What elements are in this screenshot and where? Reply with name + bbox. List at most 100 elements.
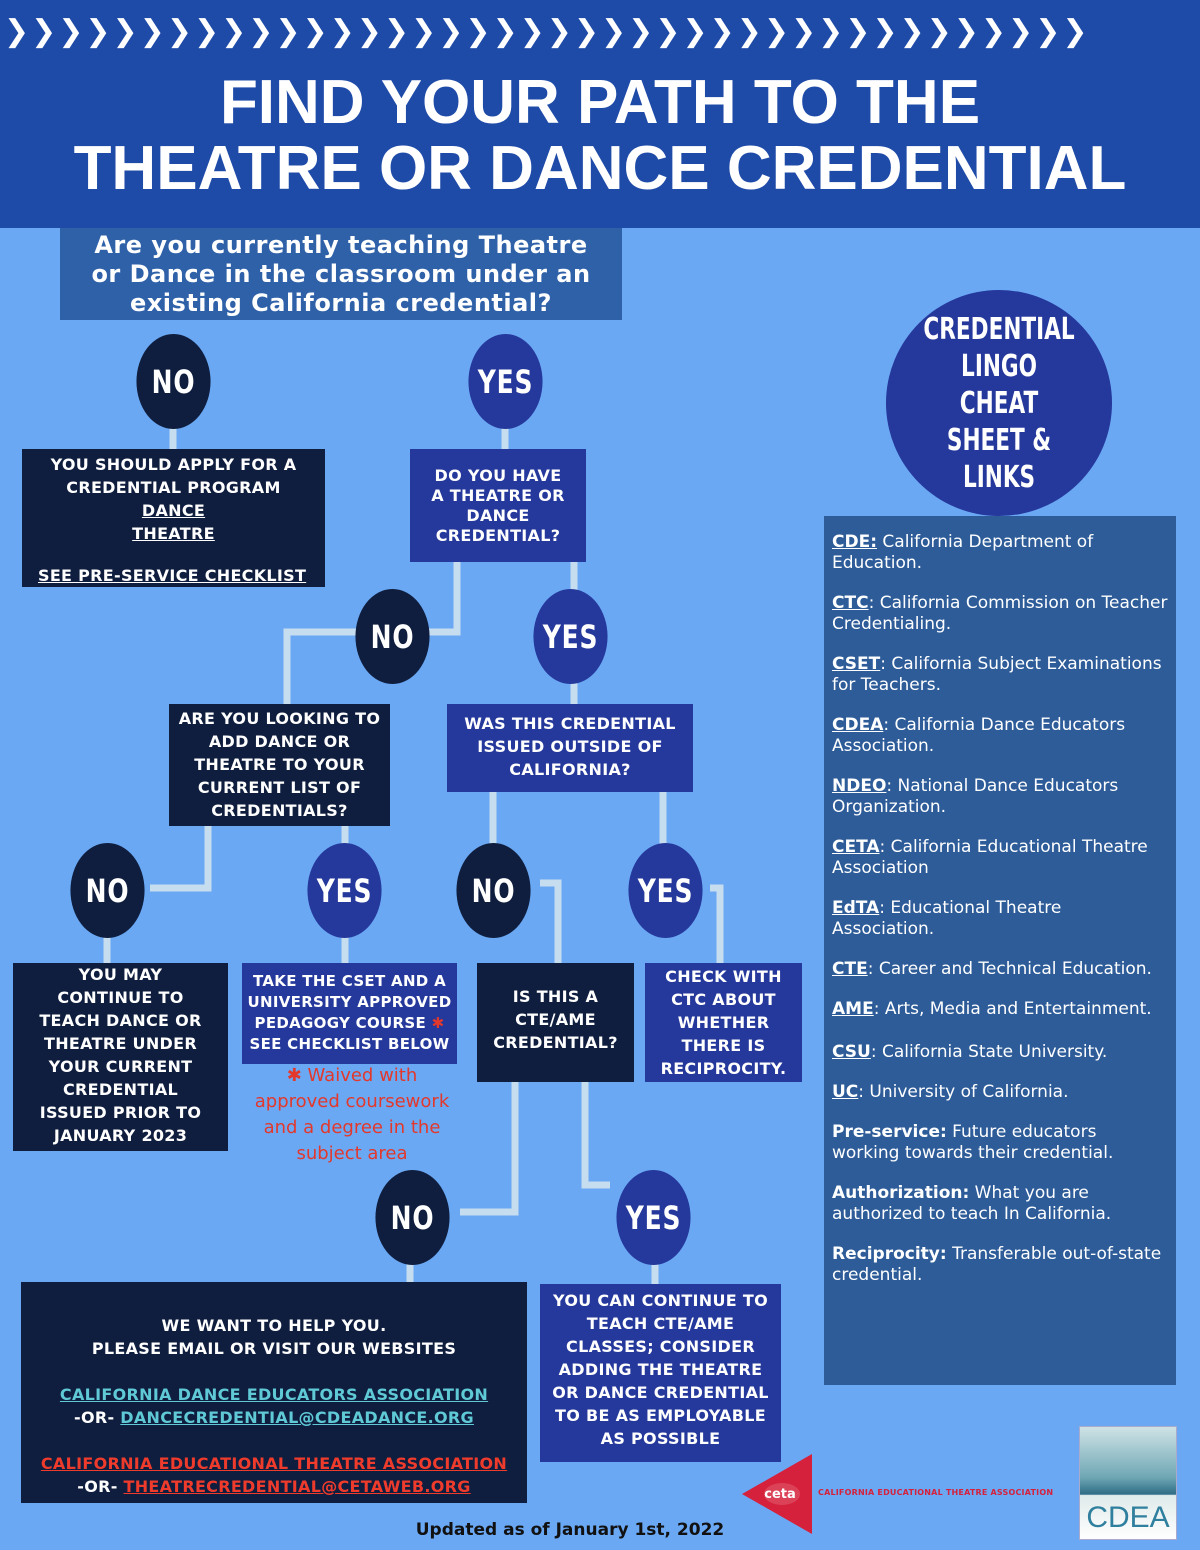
help-line-1: WE WANT TO HELP YOU. bbox=[161, 1316, 387, 1335]
glossary-term-link[interactable]: UC bbox=[832, 1082, 859, 1102]
glossary-term-link[interactable]: CDE: bbox=[832, 532, 877, 552]
glossary-term-link[interactable]: AME bbox=[832, 999, 874, 1019]
glossary-item: EdTA: Educational Theatre Association. bbox=[832, 898, 1168, 940]
check-ctc-line: RECIPROCITY. bbox=[660, 1059, 787, 1078]
connector-no2-add bbox=[283, 628, 360, 707]
waived-note-line: and a degree in the bbox=[263, 1117, 441, 1138]
theatre-program-link[interactable]: THEATRE bbox=[132, 524, 215, 543]
cte-ame-box: IS THIS A CTE/AME CREDENTIAL? bbox=[477, 963, 634, 1082]
cte-ame-line: CTE/AME bbox=[515, 1010, 596, 1029]
check-ctc-line: CHECK WITH bbox=[665, 967, 782, 986]
glossary-definition: : University of California. bbox=[858, 1082, 1069, 1102]
have-credential-box: DO YOU HAVE A THEATRE OR DANCE CREDENTIA… bbox=[410, 449, 586, 562]
glossary-term-link[interactable]: CSET bbox=[832, 654, 881, 674]
issued-outside-line: CALIFORNIA? bbox=[509, 760, 631, 779]
answer-yes-circle-2: YES bbox=[533, 589, 608, 684]
take-cset-box: TAKE THE CSET AND A UNIVERSITY APPROVED … bbox=[242, 963, 457, 1064]
connector-have-no2 bbox=[420, 562, 461, 636]
or-label: -OR- bbox=[77, 1477, 118, 1496]
connector-cte-no5 bbox=[460, 1082, 519, 1216]
continue-cte-line: AS POSSIBLE bbox=[600, 1429, 721, 1448]
answer-no-circle-4: NO bbox=[456, 843, 531, 938]
glossary-definition: : Career and Technical Education. bbox=[867, 959, 1152, 979]
glossary-item: CTE: Career and Technical Education. bbox=[832, 959, 1168, 980]
have-credential-line: A THEATRE OR bbox=[431, 486, 565, 505]
glossary-item: AME: Arts, Media and Entertainment. bbox=[832, 999, 1168, 1020]
lingo-cheat-sheet-title: CREDENTIAL LINGO CHEAT SHEET & LINKS bbox=[923, 311, 1075, 495]
glossary-item: UC: University of California. bbox=[832, 1082, 1168, 1103]
glossary-term-link[interactable]: NDEO bbox=[832, 776, 887, 796]
glossary-definition: Transferable out-of-state credential. bbox=[832, 1244, 1162, 1285]
waived-note-line: approved coursework bbox=[254, 1091, 450, 1112]
pre-service-checklist-link[interactable]: SEE PRE-SERVICE CHECKLIST bbox=[38, 566, 307, 585]
apply-line-2: CREDENTIAL PROGRAM bbox=[66, 478, 281, 497]
main-question: Are you currently teaching Theatre or Da… bbox=[60, 228, 622, 320]
glossary-term: Pre-service: bbox=[832, 1122, 947, 1142]
issued-outside-line: ISSUED OUTSIDE OF bbox=[477, 737, 663, 756]
glossary-term-link[interactable]: CSU bbox=[832, 1042, 871, 1062]
may-continue-line: YOUR CURRENT bbox=[48, 1057, 193, 1076]
page-title: FIND YOUR PATH TO THE THEATRE OR DANCE C… bbox=[0, 70, 1200, 202]
continue-cte-box: YOU CAN CONTINUE TO TEACH CTE/AME CLASSE… bbox=[540, 1284, 781, 1462]
connector-cte-yes5 bbox=[581, 1082, 610, 1189]
glossary-term: Authorization: bbox=[832, 1183, 970, 1203]
answer-no-circle-1: NO bbox=[136, 334, 211, 429]
looking-to-add-line: CURRENT LIST OF bbox=[197, 778, 362, 797]
looking-to-add-line: ARE YOU LOOKING TO bbox=[178, 709, 381, 728]
connector-no4-cte bbox=[540, 879, 562, 963]
have-credential-line: DANCE bbox=[466, 506, 530, 525]
answer-yes-circle-4: YES bbox=[628, 843, 703, 938]
answer-no-circle-2: NO bbox=[355, 589, 430, 684]
glossary-item: CDEA: California Dance Educators Associa… bbox=[832, 715, 1168, 757]
apply-program-box: YOU SHOULD APPLY FOR A CREDENTIAL PROGRA… bbox=[22, 449, 325, 587]
cdea-website-link[interactable]: CALIFORNIA DANCE EDUCATORS ASSOCIATION bbox=[59, 1385, 489, 1404]
glossary-item: Pre-service: Future educators working to… bbox=[832, 1122, 1168, 1164]
glossary-item: CSET: California Subject Examinations fo… bbox=[832, 654, 1168, 696]
glossary-definition: Future educators working towards their c… bbox=[832, 1122, 1114, 1163]
glossary-term-link[interactable]: CDEA bbox=[832, 715, 884, 735]
glossary-item: Reciprocity: Transferable out-of-state c… bbox=[832, 1244, 1168, 1286]
glossary-term-link[interactable]: EdTA bbox=[832, 898, 880, 918]
chevron-strip: ❯❯❯❯❯❯❯❯❯❯❯❯❯❯❯❯❯❯❯❯❯❯❯❯❯❯❯❯❯❯❯❯❯❯❯❯❯❯❯❯ bbox=[4, 14, 1090, 49]
or-label: -OR- bbox=[74, 1408, 115, 1427]
cte-ame-line: IS THIS A bbox=[512, 987, 599, 1006]
glossary-item: CDE: California Department of Education. bbox=[832, 532, 1168, 574]
continue-cte-line: TO BE AS EMPLOYABLE bbox=[555, 1406, 766, 1425]
main-question-line-2: or Dance in the classroom under an bbox=[91, 260, 591, 288]
may-continue-line: CONTINUE TO bbox=[57, 988, 184, 1007]
glossary-definition: : California Commission on Teacher Crede… bbox=[832, 593, 1168, 634]
glossary-term-link[interactable]: CTC bbox=[832, 593, 869, 613]
connector-add-no3 bbox=[150, 826, 212, 892]
cdea-email-link[interactable]: DANCECREDENTIAL@CDEADANCE.ORG bbox=[120, 1408, 474, 1427]
glossary-panel: CDE: California Department of Education.… bbox=[824, 516, 1176, 1385]
check-ctc-line: WHETHER bbox=[677, 1013, 770, 1032]
glossary-definition: : California Subject Examinations for Te… bbox=[832, 654, 1162, 695]
glossary-item: CTC: California Commission on Teacher Cr… bbox=[832, 593, 1168, 635]
main-question-line-3: existing California credential? bbox=[130, 289, 552, 317]
take-cset-line: UNIVERSITY APPROVED bbox=[247, 993, 452, 1011]
asterisk-icon: ✱ bbox=[431, 1014, 445, 1032]
dance-program-link[interactable]: DANCE bbox=[141, 501, 206, 520]
check-ctc-line: THERE IS bbox=[681, 1036, 766, 1055]
looking-to-add-line: THEATRE TO YOUR bbox=[194, 755, 365, 774]
ceta-website-link[interactable]: CALIFORNIA EDUCATIONAL THEATRE ASSOCIATI… bbox=[40, 1454, 508, 1473]
continue-cte-line: YOU CAN CONTINUE TO bbox=[553, 1291, 768, 1310]
main-question-line-1: Are you currently teaching Theatre bbox=[94, 231, 588, 259]
answer-no-circle-5: NO bbox=[375, 1170, 450, 1265]
glossary-term-link[interactable]: CTE bbox=[832, 959, 868, 979]
connector-yes4-ctc bbox=[710, 884, 724, 963]
glossary-item: NDEO: National Dance Educators Organizat… bbox=[832, 776, 1168, 818]
ceta-logo-icon: ceta bbox=[742, 1454, 812, 1534]
ceta-email-link[interactable]: THEATRECREDENTIAL@CETAWEB.ORG bbox=[123, 1477, 471, 1496]
glossary-term-link[interactable]: CETA bbox=[832, 837, 880, 857]
have-credential-line: CREDENTIAL? bbox=[435, 526, 561, 545]
continue-cte-line: OR DANCE CREDENTIAL bbox=[552, 1383, 769, 1402]
glossary-definition: : Educational Theatre Association. bbox=[832, 898, 1062, 939]
take-cset-line: TAKE THE CSET AND A bbox=[253, 972, 446, 990]
help-line-2: PLEASE EMAIL OR VISIT OUR WEBSITES bbox=[91, 1339, 457, 1358]
have-credential-line: DO YOU HAVE bbox=[434, 466, 562, 485]
waived-note-line: subject area bbox=[296, 1143, 408, 1164]
continue-cte-line: CLASSES; CONSIDER bbox=[566, 1337, 755, 1356]
glossary-item: CETA: California Educational Theatre Ass… bbox=[832, 837, 1168, 879]
apply-line-1: YOU SHOULD APPLY FOR A bbox=[50, 455, 297, 474]
